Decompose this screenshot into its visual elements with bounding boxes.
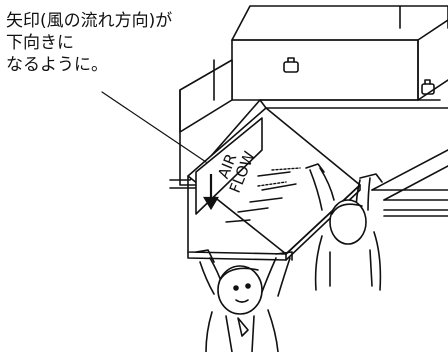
air-filter-panel (187, 107, 361, 261)
airflow-label: AIR FLOW (214, 149, 258, 196)
down-arrow-icon (203, 174, 219, 211)
instruction-caption: 矢印(風の流れ方向)が 下向きに なるように。 (6, 10, 172, 76)
mounting-clip-icon (283, 57, 299, 73)
caption-line-1: 矢印(風の流れ方向)が (6, 11, 173, 31)
caption-line-2: 下向きに (6, 33, 74, 53)
mounting-clip-icon (421, 79, 435, 95)
ceiling-unit (231, 5, 448, 101)
worker-front (195, 249, 293, 352)
leader-line (101, 91, 207, 163)
caption-line-3: なるように。 (6, 55, 108, 75)
worker-back (305, 163, 383, 291)
unit-frame (169, 59, 448, 217)
